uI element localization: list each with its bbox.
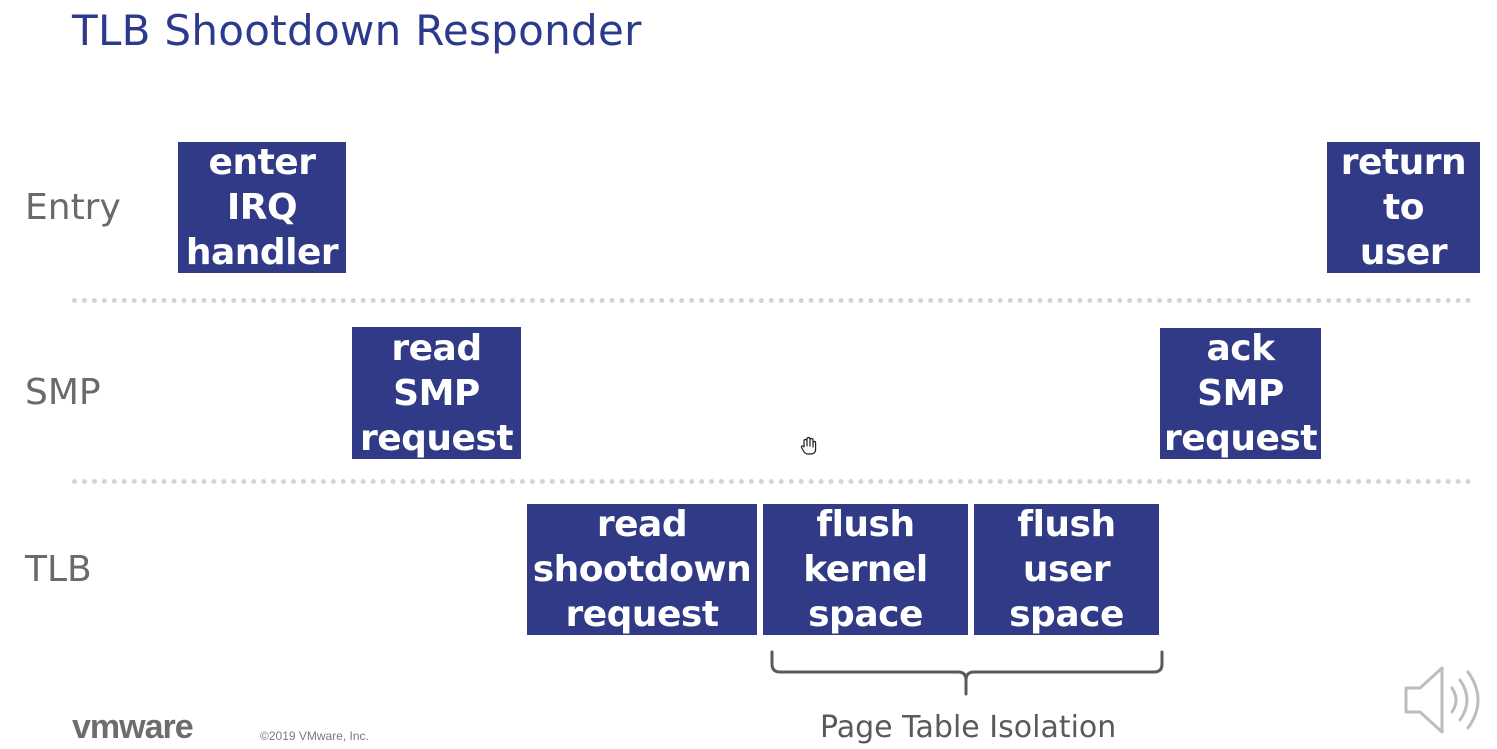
box-line: request — [565, 594, 719, 635]
row-label-entry: Entry — [25, 187, 121, 228]
read-smp-request-box: read SMP request — [352, 327, 521, 459]
box-line: read — [596, 504, 688, 545]
box-line: space — [1009, 594, 1124, 635]
page-table-isolation-label: Page Table Isolation — [820, 710, 1117, 745]
box-line: kernel — [803, 549, 928, 590]
vmware-logo: vmware — [72, 708, 194, 746]
box-line: user — [1359, 232, 1448, 273]
row-divider-1 — [72, 298, 1472, 303]
box-line: read — [391, 327, 482, 369]
box-line: SMP — [1197, 373, 1284, 414]
box-line: request — [359, 417, 514, 459]
box-line: request — [1163, 418, 1318, 459]
box-line: flush — [1017, 504, 1116, 545]
row-divider-2 — [72, 479, 1472, 484]
enter-irq-handler-box: enter IRQ handler — [178, 142, 346, 273]
box-line: shootdown — [532, 549, 752, 590]
row-label-tlb: TLB — [25, 549, 92, 590]
box-line: space — [808, 594, 923, 635]
box-line: return — [1340, 142, 1467, 183]
box-line: SMP — [393, 372, 480, 414]
box-line: user — [1022, 549, 1111, 590]
copyright-text: ©2019 VMware, Inc. — [260, 729, 369, 743]
box-line: IRQ — [226, 187, 298, 228]
box-line: ack — [1206, 328, 1275, 369]
box-line: handler — [185, 232, 339, 273]
hand-cursor-icon — [800, 436, 817, 455]
box-line: flush — [816, 504, 915, 545]
slide-title: TLB Shootdown Responder — [72, 6, 642, 55]
speaker-icon[interactable] — [1400, 660, 1492, 740]
read-shootdown-request-box: read shootdown request — [527, 504, 757, 635]
page-table-isolation-brace — [770, 650, 1164, 696]
flush-user-space-box: flush user space — [974, 504, 1159, 635]
ack-smp-request-box: ack SMP request — [1160, 328, 1321, 459]
flush-kernel-space-box: flush kernel space — [763, 504, 968, 635]
row-label-smp: SMP — [25, 372, 101, 413]
box-line: enter — [208, 142, 316, 183]
return-to-user-box: return to user — [1327, 142, 1480, 273]
box-line: to — [1383, 187, 1424, 228]
